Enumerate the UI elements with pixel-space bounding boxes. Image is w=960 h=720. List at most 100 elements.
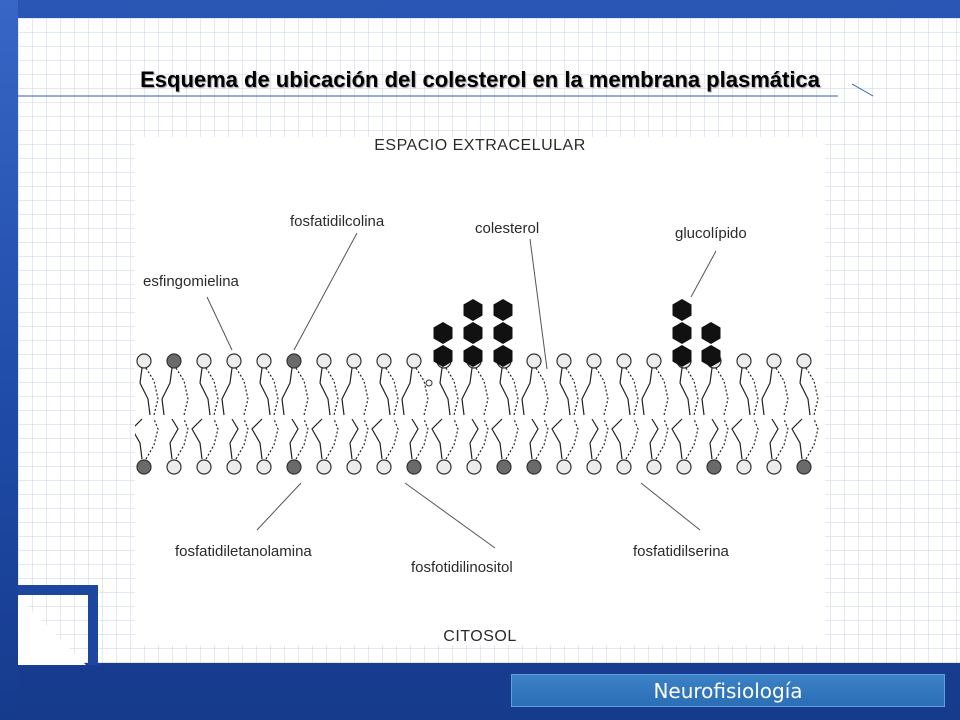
bottom-lipid-tails [611, 418, 639, 460]
left-accent-bar [0, 0, 18, 720]
bottom-lipid-tails [371, 418, 399, 460]
bottom-head-light [346, 459, 362, 475]
bottom-head-dark [136, 459, 152, 475]
bottom-head-light [646, 459, 662, 475]
top-lipid-tails [281, 367, 309, 416]
bottom-lipid-tails [671, 418, 699, 460]
top-lipid-tails [439, 367, 459, 416]
membrane-diagram: ESPACIO EXTRACELULAR CITOSOL esfingomiel… [135, 137, 825, 645]
top-lipid-tails [319, 367, 339, 416]
top-head-light [346, 353, 362, 369]
top-lipid-tails [379, 367, 399, 416]
leader-line [404, 482, 496, 549]
phosphatidylinositol-label: fosfotidilinositol [411, 559, 513, 576]
top-lipid-tails [461, 367, 489, 416]
sugar-hexagon [493, 322, 513, 344]
bottom-lipid-tails [431, 418, 459, 460]
bottom-lipid-tails [251, 418, 279, 460]
top-lipid-tails [341, 367, 369, 416]
bottom-head-dark [406, 459, 422, 475]
bottom-lipid-tails [731, 418, 759, 460]
top-lipid-tails [259, 367, 279, 416]
leader-line [256, 482, 302, 531]
top-head-light [586, 353, 602, 369]
top-head-light [616, 353, 632, 369]
sugar-hexagon [433, 322, 453, 344]
bottom-head-light [556, 459, 572, 475]
top-head-light [256, 353, 272, 369]
leader-line [529, 238, 548, 370]
bottom-lipid-tails [791, 418, 819, 460]
bottom-lipid-tails [529, 418, 549, 460]
top-lipid-tails [739, 367, 759, 416]
top-head-light [136, 353, 152, 369]
sugar-hexagon [463, 299, 483, 321]
sugar-hexagon [493, 345, 513, 367]
corner-bracket-decoration [18, 585, 98, 665]
bottom-lipid-tails [491, 418, 519, 460]
bottom-head-dark [706, 459, 722, 475]
sugar-hexagon [493, 299, 513, 321]
bottom-lipid-tails [551, 418, 579, 460]
bottom-head-light [466, 459, 482, 475]
cholesterol-label: colesterol [475, 220, 539, 237]
top-lipid-tails [581, 367, 609, 416]
top-head-light [376, 353, 392, 369]
bottom-head-dark [796, 459, 812, 475]
top-lipid-tails [641, 367, 669, 416]
top-lipid-tails [701, 367, 729, 416]
top-head-light [796, 353, 812, 369]
leader-line [640, 482, 701, 531]
bottom-lipid-tails [289, 418, 309, 460]
phosphatidylethanolamine-label: fosfatidiletanolamina [175, 543, 312, 560]
top-head-dark [286, 353, 302, 369]
label-leader-lines [206, 232, 717, 549]
top-lipid-tails [619, 367, 639, 416]
bottom-head-light [586, 459, 602, 475]
sphingomyelin-label: esfingomielina [143, 273, 240, 290]
cholesterol-ring [425, 379, 433, 387]
bottom-lipid-tails [769, 418, 789, 460]
bottom-head-light [226, 459, 242, 475]
top-head-light [196, 353, 212, 369]
top-lipid-tails [221, 367, 249, 416]
top-head-light [226, 353, 242, 369]
sugar-hexagon [701, 345, 721, 367]
top-lipid-tails [799, 367, 819, 416]
top-lipid-tails [679, 367, 699, 416]
bottom-head-light [616, 459, 632, 475]
bottom-head-light [736, 459, 752, 475]
bottom-lipid-tails [229, 418, 249, 460]
bottom-head-light [316, 459, 332, 475]
extracellular-space-label: ESPACIO EXTRACELULAR [374, 137, 586, 154]
phosphatidylcholine-label: fosfatidilcolina [290, 213, 385, 230]
bottom-lipid-tails [409, 418, 429, 460]
bottom-head-light [196, 459, 212, 475]
leader-line [293, 232, 358, 351]
bottom-lipid-tails [191, 418, 219, 460]
top-head-light [406, 353, 422, 369]
sugar-hexagon [701, 322, 721, 344]
cytosol-label: CITOSOL [443, 628, 516, 645]
sugar-hexagon [433, 345, 453, 367]
bottom-lipid-tails [349, 418, 369, 460]
top-lipid-tails [499, 367, 519, 416]
top-lipid-tails [199, 367, 219, 416]
leader-line [206, 296, 233, 351]
sugar-hexagon [672, 345, 692, 367]
bottom-lipid-tails [169, 418, 189, 460]
top-lipid-tails [139, 367, 159, 416]
bottom-lipid-tails [135, 418, 159, 460]
bottom-head-light [766, 459, 782, 475]
top-head-dark [166, 353, 182, 369]
glycolipid-label: glucolípido [675, 225, 747, 242]
top-head-light [766, 353, 782, 369]
carbohydrate-hexagons [433, 299, 721, 367]
top-head-light [736, 353, 752, 369]
top-head-light [316, 353, 332, 369]
bottom-head-light [436, 459, 452, 475]
sugar-hexagon [672, 299, 692, 321]
slide-title: Esquema de ubicación del colesterol en l… [140, 67, 820, 92]
top-lipid-tails [761, 367, 789, 416]
top-lipid-tails [559, 367, 579, 416]
